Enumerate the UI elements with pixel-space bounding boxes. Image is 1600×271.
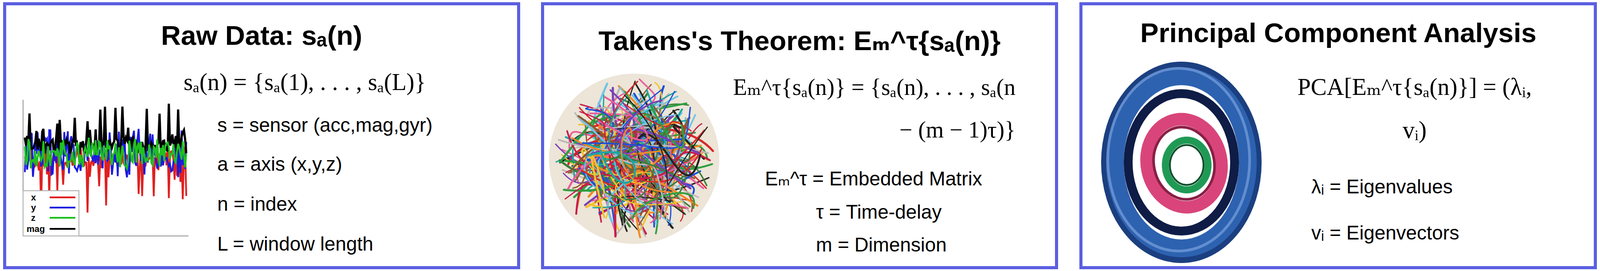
yarn-strand <box>650 105 685 149</box>
definition: a = axis (x,y,z) <box>217 152 343 177</box>
definition: L = window length <box>217 232 374 256</box>
torus <box>1106 67 1256 258</box>
torus-ring <box>1169 145 1204 185</box>
legend-box <box>23 190 79 236</box>
yarn-ball <box>549 73 720 244</box>
legend-label: mag <box>26 223 45 235</box>
definition: λᵢ = Eigenvalues <box>1311 175 1453 199</box>
panel-heading: Takens's Theorem: Eₘ^τ{sₐ(n)} <box>598 24 1001 58</box>
torus-ring <box>1128 93 1235 232</box>
panel-box: Principal Component AnalysisPCA[Eₘ^τ{sₐ(… <box>1079 2 1597 270</box>
legend-label: y <box>31 202 36 213</box>
yarn-strand <box>609 153 667 220</box>
torus-highlight <box>1107 68 1250 251</box>
torus-ring <box>1138 112 1230 215</box>
equation: sₐ(n) = {sₐ(1), . . . , sₐ(L)} <box>183 67 427 97</box>
sensor-plot <box>23 99 189 236</box>
legend-line <box>49 206 76 209</box>
definition: τ = Time-delay <box>815 200 942 224</box>
torus-ring <box>1146 121 1221 206</box>
legend-label: x <box>31 192 36 203</box>
yarn-strand <box>626 129 700 189</box>
definition: s = sensor (acc,mag,gyr) <box>217 113 433 138</box>
yarn-strand <box>624 95 708 185</box>
panel-box: Takens's Theorem: Eₘ^τ{sₐ(n)} Eₘ^τ{sₐ(n)}… <box>541 2 1059 270</box>
equation: Eₘ^τ{sₐ(n)} = {sₐ(n), . . . , sₐ(n − (m … <box>727 66 1016 152</box>
definition: n = index <box>217 192 298 216</box>
legend-label: z <box>31 212 36 224</box>
yarn-strand <box>619 100 662 154</box>
panel-heading: Principal Component Analysis <box>1140 16 1537 50</box>
yarn-strand <box>592 156 605 218</box>
legend-line <box>49 196 76 199</box>
panel-box: Raw Data: sₐ(n) sₐ(n) = {sₐ(1), . . . , s… <box>3 2 521 270</box>
legend-line <box>49 216 76 219</box>
yarn-strand <box>639 134 701 176</box>
torus-ring <box>1165 140 1208 190</box>
yarn-ground <box>549 73 720 244</box>
signal-line <box>24 137 187 169</box>
yarn-strand <box>598 97 648 141</box>
definition: vᵢ = Eigenvectors <box>1311 221 1459 245</box>
definition: Eₘ^τ = Embedded Matrix <box>764 167 983 191</box>
legend-line <box>49 227 76 230</box>
definition: m = Dimension <box>815 233 947 257</box>
panel-heading: Raw Data: sₐ(n) <box>160 19 363 52</box>
torus-ring <box>1106 67 1256 258</box>
torus-ring <box>1114 76 1248 249</box>
equation: PCA[Eₘ^τ{sₐ(n)}] = (λᵢ, vᵢ) <box>1290 65 1539 152</box>
